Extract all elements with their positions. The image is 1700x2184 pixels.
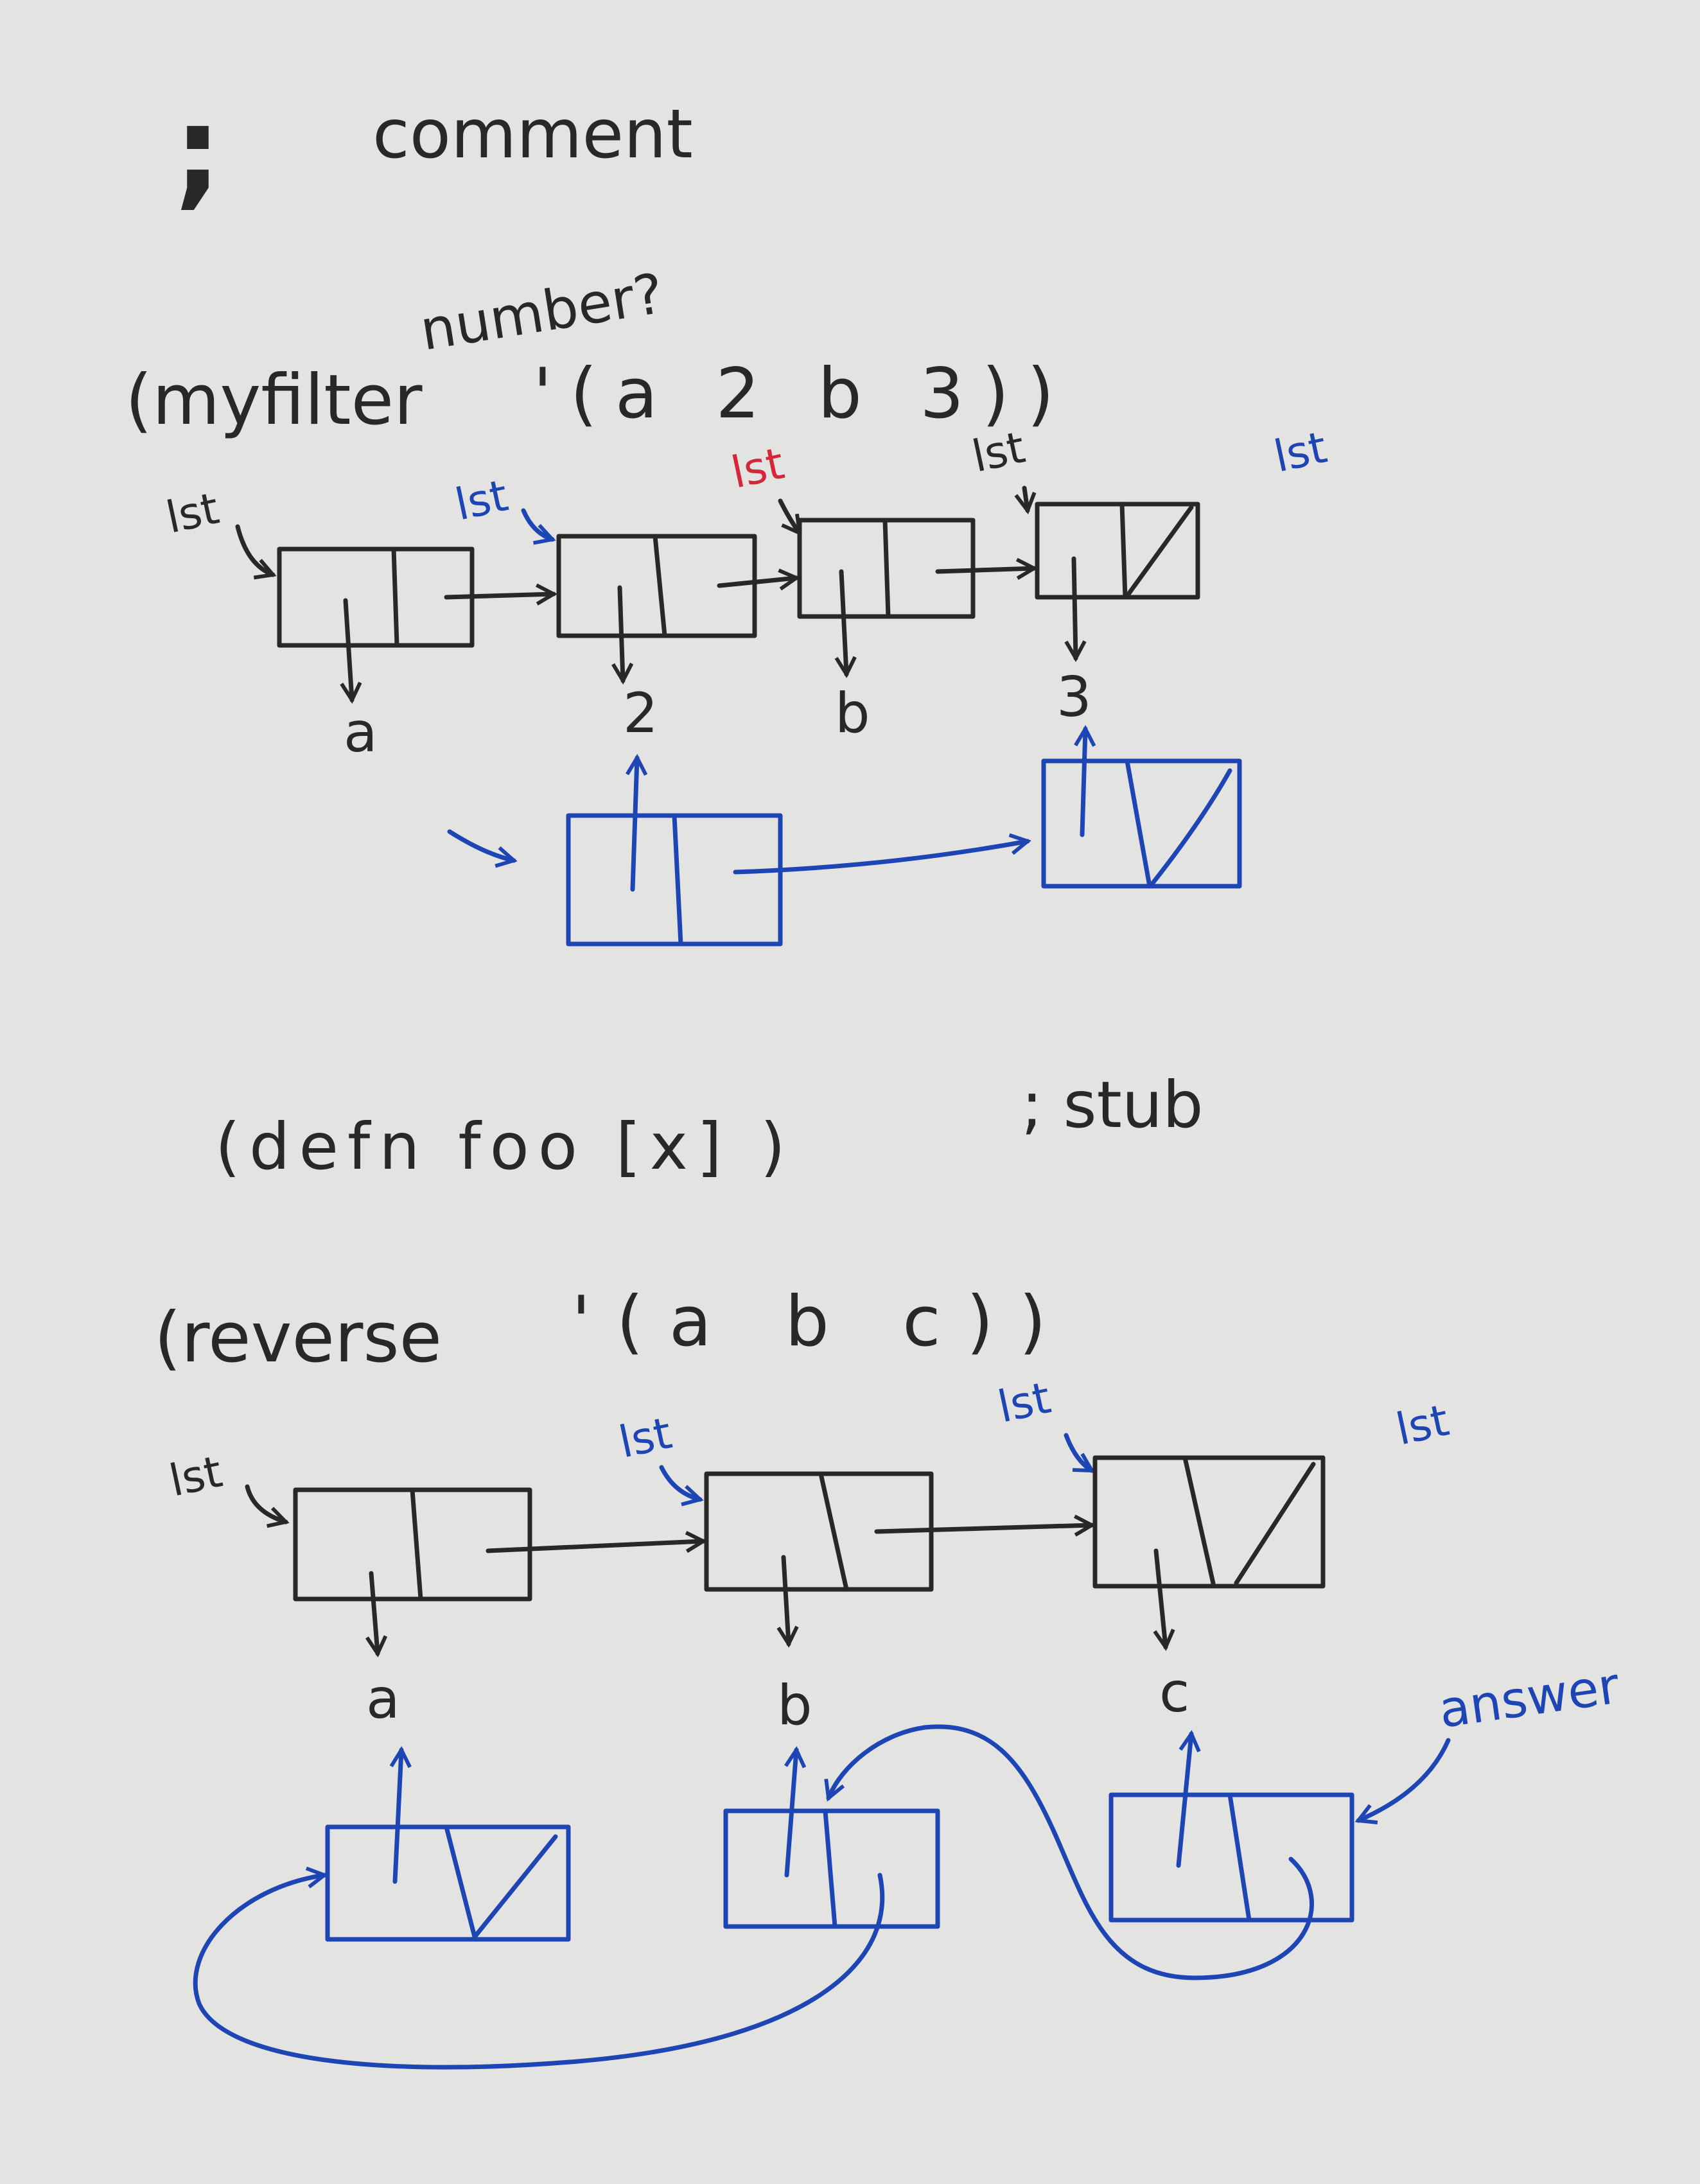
myfilter-result-cell-1 — [566, 813, 783, 947]
reverse-car-arrow-2 — [784, 1555, 789, 1644]
reverse-cell-1 — [293, 1487, 532, 1602]
myfilter-element-a: a — [344, 701, 378, 765]
myfilter-cell-3 — [797, 518, 976, 619]
myfilter-car-arrow-3 — [841, 569, 846, 674]
reverse-car-arrow-1 — [371, 1571, 378, 1654]
myfilter-result-next-arrow — [733, 841, 1028, 875]
reverse-car-arrow-3 — [1156, 1548, 1166, 1647]
reverse-next-arrow-2 — [874, 1525, 1092, 1532]
reverse-pointer-arrow-2 — [659, 1465, 700, 1499]
myfilter-call-open: (myfilter — [125, 360, 423, 441]
myfilter-predicate-label: number? — [416, 261, 668, 363]
reverse-result-car-arrow-b — [787, 1750, 796, 1878]
myfilter-element-3: 3 — [1056, 665, 1092, 729]
reverse-result-car-arrow-a — [395, 1750, 401, 1884]
reverse-cell-3-nil — [1092, 1455, 1326, 1589]
myfilter-pointer-label-5: lst — [1270, 423, 1331, 483]
reverse-element-b: b — [777, 1673, 812, 1738]
reverse-next-arrow-1 — [486, 1541, 703, 1553]
myfilter-next-arrow-1 — [444, 594, 554, 597]
myfilter-list-literal: '(a 2 b 3)) — [533, 354, 1072, 434]
myfilter-pointer-arrow-4 — [1024, 485, 1028, 511]
myfilter-pointer-label-3: lst — [727, 439, 789, 499]
myfilter-result-car-arrow-2 — [1082, 729, 1085, 837]
myfilter-pointer-label-1: lst — [162, 484, 223, 544]
myfilter-result-entry-arrow — [447, 829, 514, 860]
myfilter-result-car-arrow-1 — [633, 758, 637, 892]
reverse-pointer-arrow-3 — [1064, 1433, 1092, 1473]
reverse-pointer-label-3: lst — [994, 1373, 1055, 1433]
myfilter-car-arrow-4 — [1074, 556, 1076, 658]
semicolon-glyph: ; — [173, 80, 222, 222]
myfilter-car-arrow-1 — [346, 598, 352, 700]
myfilter-pointer-label-2: lst — [451, 471, 513, 531]
reverse-pointer-label-2: lst — [615, 1408, 676, 1469]
comment-label: comment — [372, 95, 693, 173]
reverse-result-cell-a-nil — [325, 1824, 571, 1942]
stub-comment: ; stub — [1021, 1067, 1204, 1142]
myfilter-next-arrow-2 — [717, 578, 796, 586]
reverse-element-a: a — [366, 1667, 400, 1731]
reverse-answer-label: answer — [1435, 1657, 1623, 1739]
reverse-result-car-arrow-c — [1176, 1734, 1191, 1868]
myfilter-result-cell-2-nil — [1041, 758, 1242, 889]
reverse-answer-arrow — [1358, 1738, 1451, 1821]
reverse-result-link-b-to-a — [193, 1875, 885, 2070]
reverse-pointer-label-1: lst — [165, 1447, 227, 1507]
reverse-list-literal: '(a b c)) — [572, 1282, 1072, 1362]
myfilter-pointer-label-4: lst — [968, 423, 1030, 483]
myfilter-next-arrow-3 — [935, 568, 1034, 572]
reverse-pointer-arrow-1 — [245, 1484, 286, 1522]
myfilter-car-arrow-2 — [620, 585, 623, 681]
myfilter-cell-4-nil — [1035, 502, 1200, 600]
reverse-result-cell-c — [1109, 1792, 1354, 1923]
myfilter-element-2: 2 — [623, 681, 658, 746]
stub-form: (defn foo [x] ) — [215, 1109, 794, 1184]
reverse-pointer-label-4: lst — [1392, 1395, 1453, 1456]
myfilter-cell-1 — [277, 546, 475, 648]
reverse-call-open: (reverse — [154, 1298, 442, 1378]
reverse-result-cell-b — [723, 1808, 940, 1929]
myfilter-cell-2 — [556, 534, 757, 638]
myfilter-pointer-arrow-3 — [778, 498, 800, 533]
reverse-result-link-c-to-b — [828, 1724, 1314, 1980]
reverse-element-c: c — [1159, 1661, 1189, 1725]
myfilter-element-b: b — [835, 681, 870, 746]
myfilter-pointer-arrow-2 — [521, 508, 552, 539]
myfilter-pointer-arrow-1 — [235, 524, 273, 575]
